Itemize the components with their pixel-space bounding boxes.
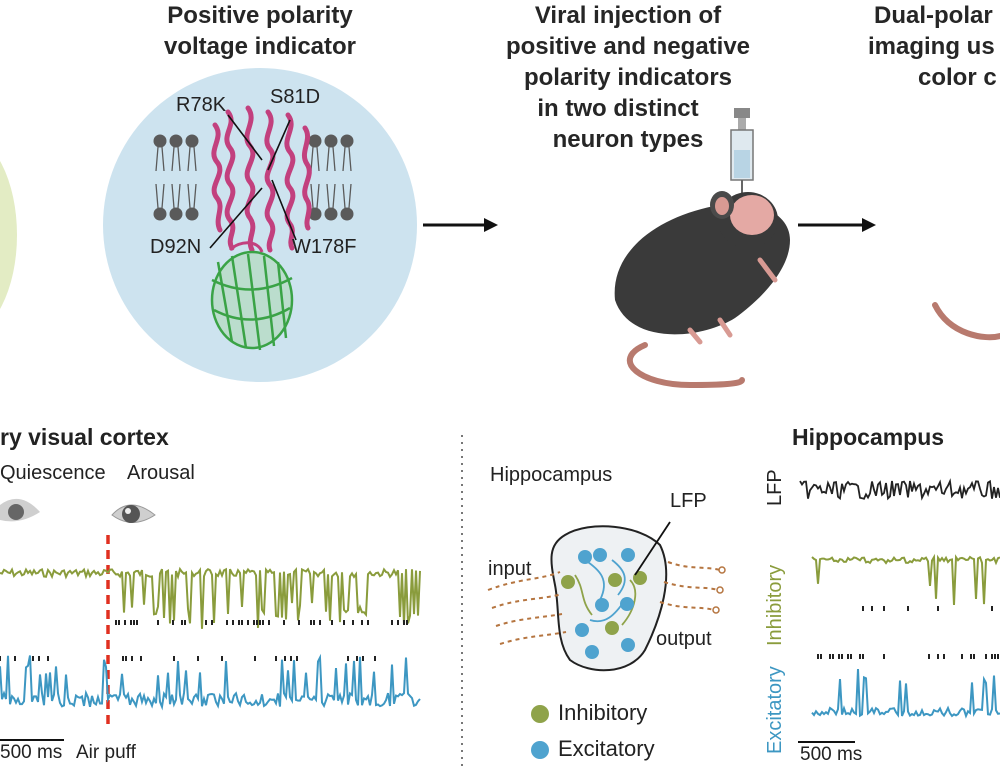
lipid-head (169, 207, 183, 221)
hippocampus-scalebar-label: 500 ms (800, 744, 863, 765)
output-label: output (656, 628, 712, 650)
panel2-title-line1: Viral injection of (534, 2, 722, 29)
cortex-title: ry visual cortex (0, 424, 169, 450)
cortex-spike-raster-excitatory (0, 656, 376, 661)
hippocampus-spike-raster-inhibitory (862, 606, 993, 611)
lipid-tail (187, 183, 197, 209)
inhib-axis-label: Inhibitory (764, 564, 786, 646)
inhib-axis-label-box: Inhibitory (760, 510, 800, 650)
panel3-title-line1: Dual-polar (874, 2, 993, 29)
panel2-title-line3: polarity indicators (523, 64, 733, 91)
air-puff-label: Air puff (76, 742, 136, 763)
hippocampus-inhibitory-trace (811, 553, 1000, 605)
input-label: input (488, 558, 532, 580)
schematic-title: Hippocampus (490, 464, 613, 486)
eye-icon-closed (0, 498, 40, 522)
eye-icon-open (111, 504, 156, 523)
lipid-tail (171, 183, 181, 209)
panel1-title-line2: voltage indicator (163, 33, 357, 60)
cortex-inhibitory-trace (0, 566, 421, 629)
lipid-head (340, 207, 354, 221)
lipid-head (308, 134, 322, 148)
legend-excitatory: Excitatory (558, 736, 655, 761)
legend-inhibitory: Inhibitory (558, 700, 648, 725)
lipid-head (169, 134, 183, 148)
lipid-tail (342, 146, 352, 172)
panel3-title-line3: color c (918, 64, 997, 91)
beta-barrel (210, 241, 294, 351)
hippocampus-title: Hippocampus (792, 424, 945, 450)
arrow-2 (798, 218, 876, 232)
lipid-tail (310, 183, 320, 209)
panel2-title-line5: neuron types (552, 126, 704, 153)
legend-swatch-excitatory (531, 741, 549, 759)
hippocampus-spike-raster-excitatory (817, 654, 999, 659)
state-arousal: Arousal (127, 462, 195, 484)
hippocampus-lfp-trace (799, 478, 1000, 501)
panel1-title: Positive polarity voltage indicator (120, 0, 400, 62)
lipid-head (340, 134, 354, 148)
cortex-scalebar-label: 500 ms (0, 742, 63, 763)
mutation-w178f: W178F (292, 236, 357, 258)
mutation-leaders (209, 114, 297, 249)
lipid-head (185, 134, 199, 148)
lipid-tail (326, 183, 336, 209)
lipid-head (185, 207, 199, 221)
mouse-illustration (614, 191, 790, 389)
panel3-title: Dual-polar imaging us color c (868, 0, 1000, 93)
lipid-tail (155, 146, 165, 172)
partial-circle-left (0, 161, 17, 309)
lipid-head (324, 134, 338, 148)
cortex-excitatory-trace (0, 653, 421, 711)
panel3-title-line2: imaging us (868, 33, 995, 60)
panel2-title-line2: positive and negative (505, 33, 751, 60)
hippocampus-schematic (487, 521, 726, 759)
panel2-title: Viral injection of positive and negative… (478, 0, 778, 155)
lfp-axis-label-box: LFP (760, 469, 800, 510)
panel2-title-line4: in two distinct (537, 95, 699, 122)
state-quiescence: Quiescence (0, 462, 106, 484)
lipid-tail (326, 146, 336, 172)
excit-axis-label-box: Excitatory (760, 650, 800, 760)
hippocampus-excitatory-trace (811, 668, 1000, 719)
syringe-icon (730, 108, 754, 200)
cortex-spike-raster-inhibitory (115, 620, 408, 625)
lipid-heads (153, 134, 354, 221)
lipid-tail (171, 146, 181, 172)
excit-axis-label: Excitatory (764, 666, 786, 754)
lipid-tail (310, 146, 320, 172)
lipid-tail (342, 183, 352, 209)
panel1-title-line1: Positive polarity (167, 2, 353, 29)
lfp-axis-label: LFP (764, 469, 786, 506)
lfp-label: LFP (670, 490, 707, 512)
mutation-r78k: R78K (176, 94, 227, 116)
lipid-head (308, 207, 322, 221)
lipid-tail (187, 146, 197, 172)
lipid-head (153, 134, 167, 148)
lipid-head (324, 207, 338, 221)
lipid-head (153, 207, 167, 221)
arrow-1 (423, 218, 498, 232)
legend-swatch-inhibitory (531, 705, 549, 723)
mutation-d92n: D92N (150, 236, 202, 258)
tail-partial (932, 302, 1000, 341)
mutation-s81d: S81D (270, 86, 321, 108)
lipid-tail (155, 183, 165, 209)
protein-circle (103, 68, 417, 382)
